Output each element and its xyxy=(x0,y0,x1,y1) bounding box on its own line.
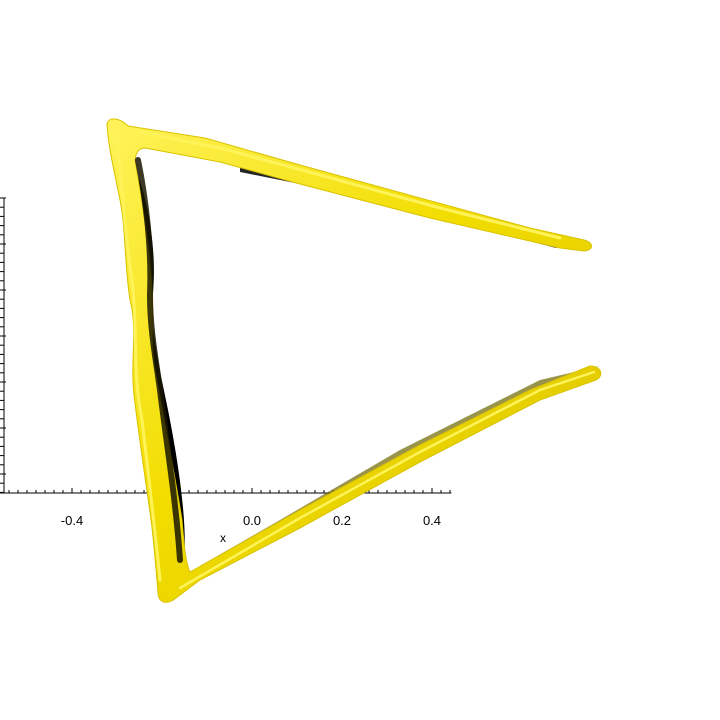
y-axis xyxy=(0,197,6,493)
x-axis-title: x xyxy=(220,531,226,545)
x-axis: -0.4 0.0 0.2 0.4 xyxy=(0,488,452,528)
tube-highlight-top xyxy=(138,130,562,240)
tube-isosurface xyxy=(106,118,602,603)
x-tick-label: 0.2 xyxy=(333,513,351,528)
x-tick-label: 0.4 xyxy=(423,513,441,528)
tube-highlight-left xyxy=(114,130,162,582)
tube-body xyxy=(106,118,602,603)
tube-highlight-bottom xyxy=(178,370,596,590)
x-tick-label: 0.0 xyxy=(243,513,261,528)
tube-inner-edge xyxy=(135,157,183,563)
x-tick-label: -0.4 xyxy=(61,513,83,528)
